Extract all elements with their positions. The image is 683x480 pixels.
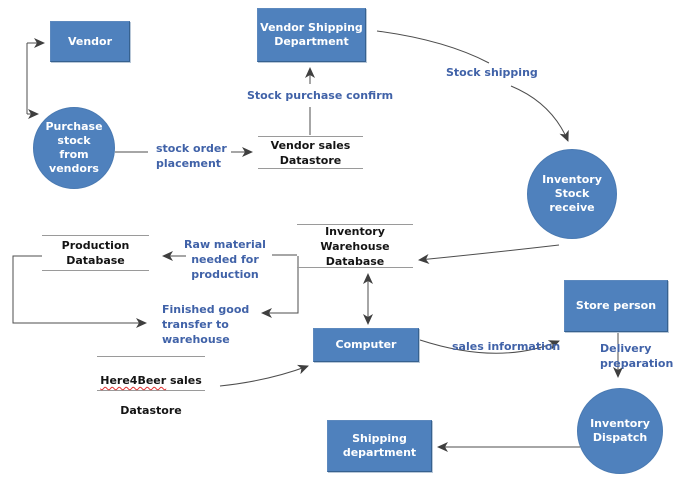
entity-shipping-department: Shipping department: [327, 420, 432, 472]
flow-label-stock-order-placement: stock order placement: [156, 142, 227, 170]
connector-stock-receive-to-warehouse-db: [418, 244, 560, 264]
flow-label-sales-information: sales information: [452, 340, 561, 353]
datastore-inventory-warehouse-database: Inventory Warehouse Database: [297, 224, 413, 268]
datastore-here4beer-sales: Here4Beer sales Datastore: [97, 356, 205, 417]
entity-vendor-shipping-department: Vendor Shipping Department: [257, 8, 366, 62]
connector-stock-shipping-curve-a: [376, 30, 490, 64]
process-inventory-stock-receive: Inventory Stock receive: [527, 149, 617, 239]
entity-computer: Computer: [313, 328, 419, 362]
connector-computer-to-store-person: [419, 339, 560, 354]
entity-vendor: Vendor: [50, 21, 130, 62]
process-purchase-stock-from-vendors: Purchase stock from vendors: [33, 107, 115, 189]
connector-stock-shipping-curve-b: [510, 85, 569, 142]
misspelled-word: Here4Beer: [100, 374, 167, 387]
datastore-here4beer-line2: Datastore: [120, 404, 182, 417]
datastore-here4beer-line1: Here4Beer sales: [97, 373, 205, 388]
datastore-production-database: Production Database: [42, 235, 149, 271]
flow-label-finished-good: Finished good transfer to warehouse: [162, 303, 250, 346]
flow-label-raw-material: Raw material needed for production: [184, 238, 266, 281]
datastore-here4beer-line1-rest: sales: [166, 374, 202, 387]
process-inventory-dispatch: Inventory Dispatch: [577, 388, 663, 474]
entity-store-person: Store person: [564, 280, 668, 332]
datastore-vendor-sales: Vendor sales Datastore: [258, 136, 363, 169]
flow-label-delivery-preparation: Delivery preparation: [600, 342, 674, 370]
connector-production-db-to-finished-label: [12, 255, 147, 328]
connector-here4beer-to-computer: [219, 364, 309, 387]
flow-label-stock-shipping: Stock shipping: [446, 66, 538, 79]
flow-label-stock-purchase-confirm: Stock purchase confirm: [247, 89, 394, 102]
connector-warehouse-branch-to-finished-label: [261, 256, 299, 318]
